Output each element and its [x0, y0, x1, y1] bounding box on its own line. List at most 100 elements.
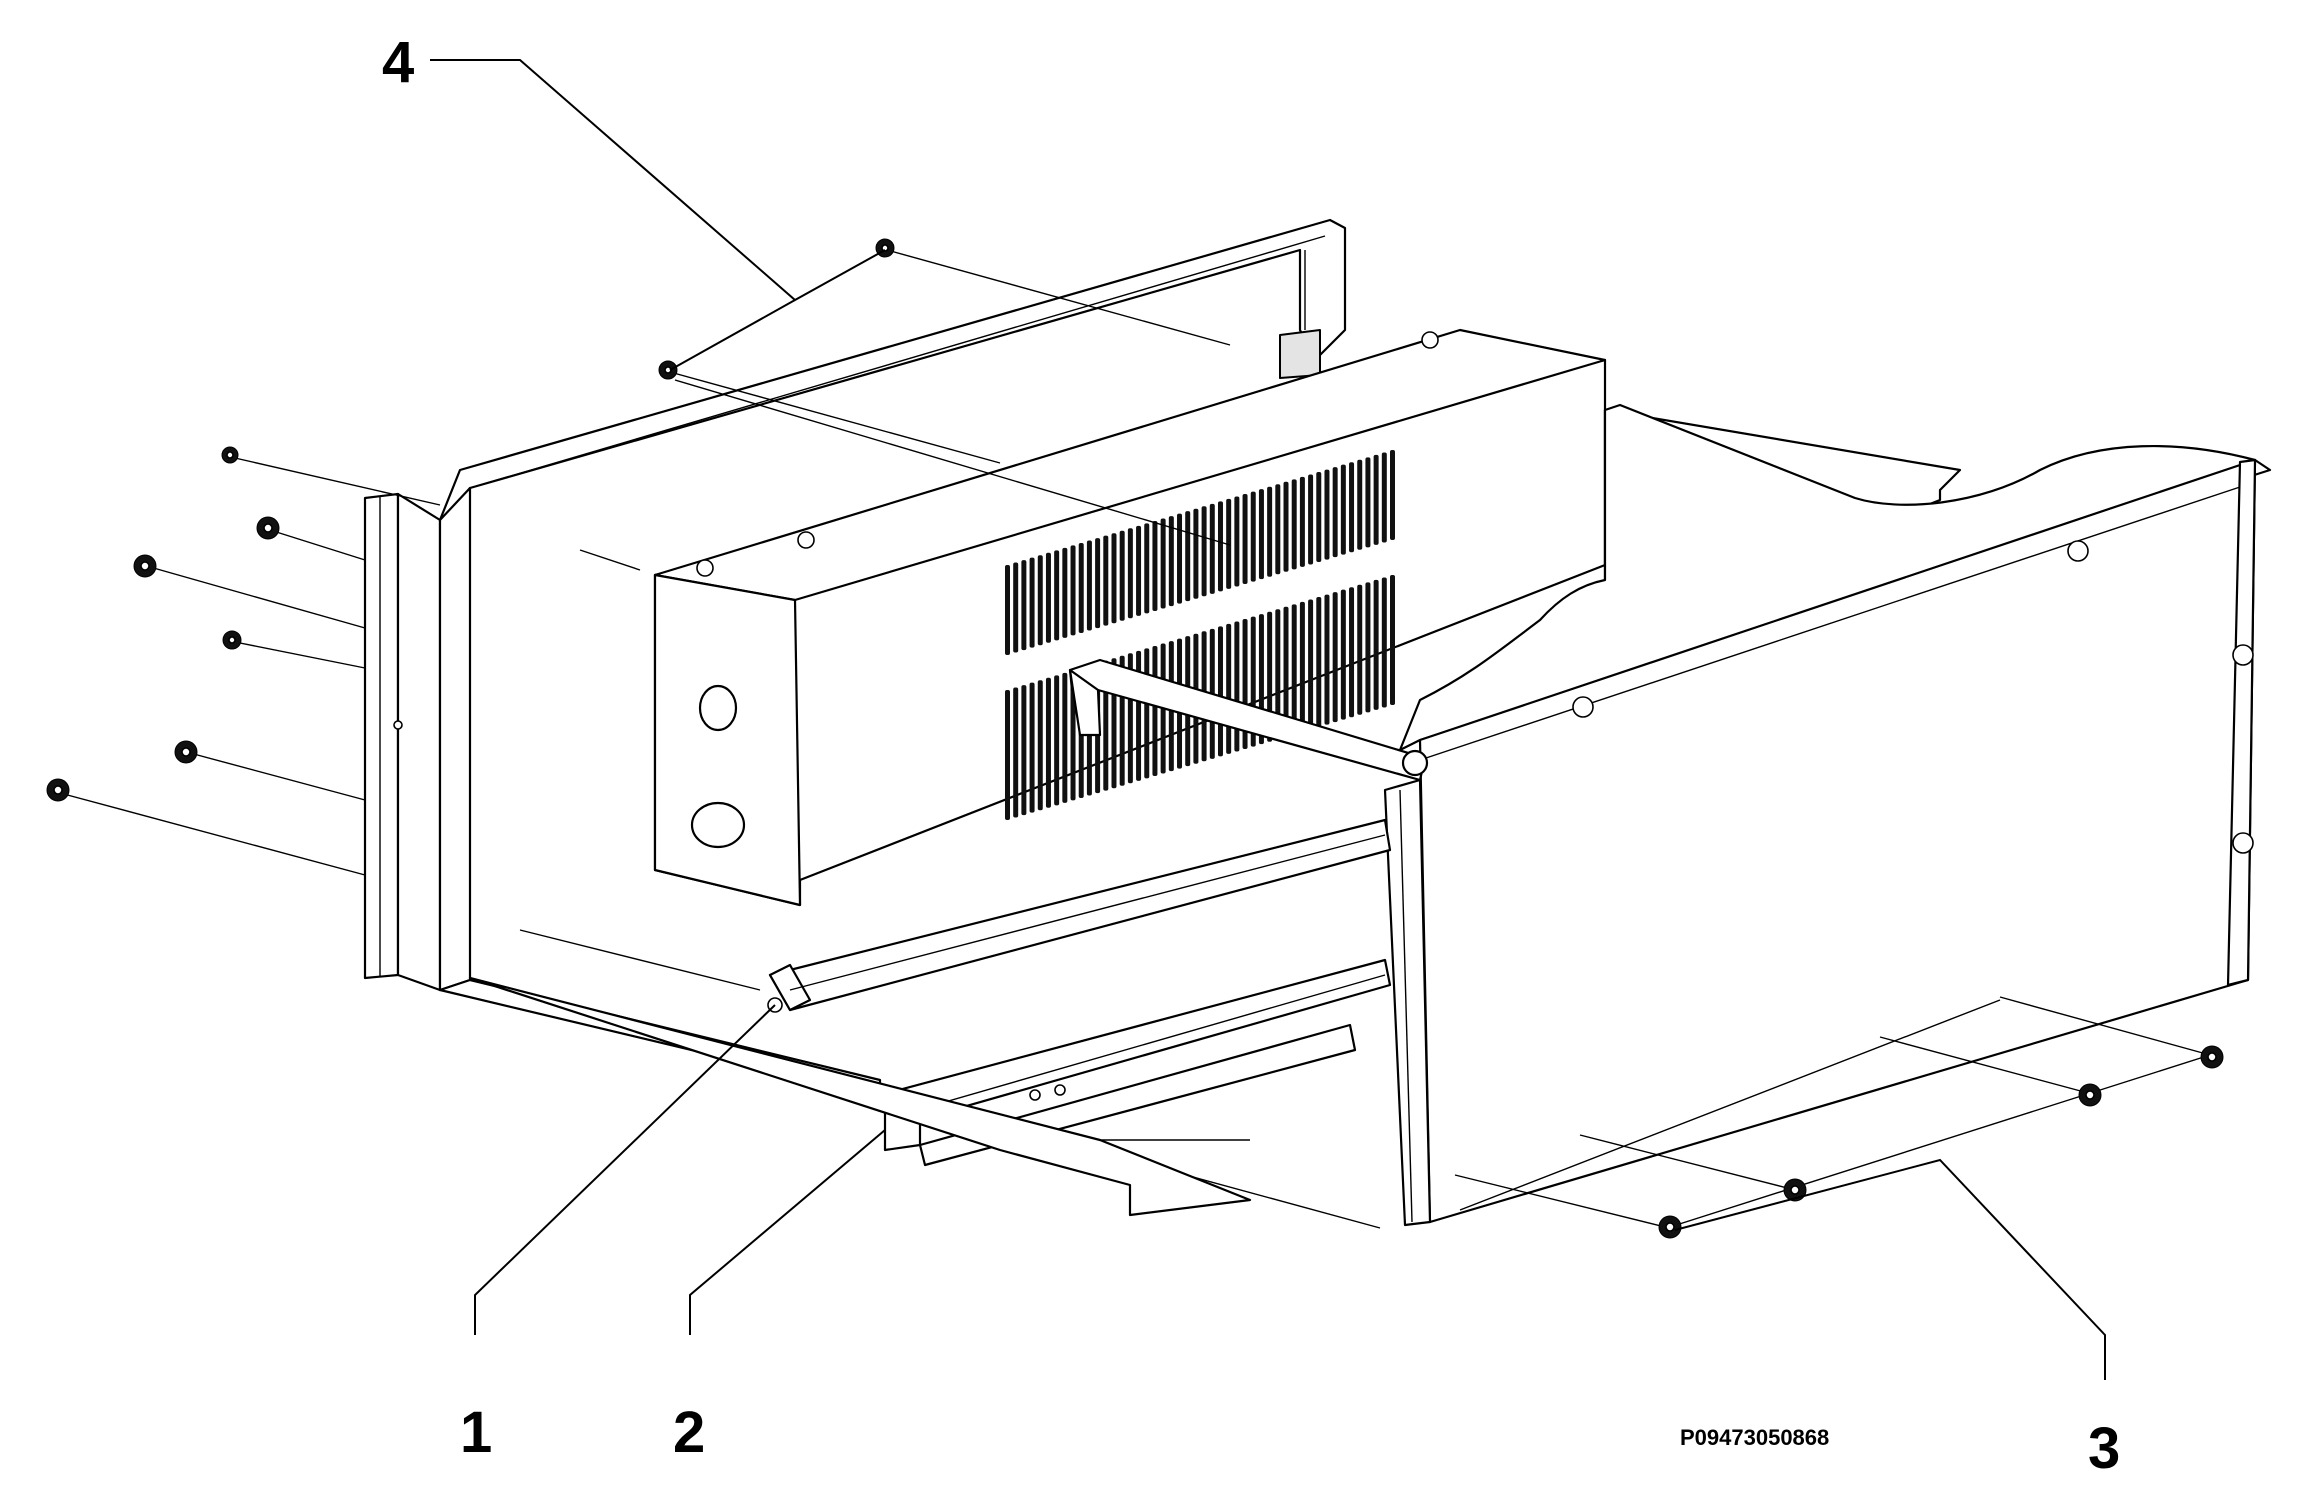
- screw-icon: [133, 554, 157, 578]
- vent-slot: [1160, 518, 1166, 609]
- vent-slot: [1021, 685, 1027, 816]
- vent-slot: [1217, 501, 1223, 592]
- screw-icon: [221, 446, 239, 464]
- vent-slot: [1340, 464, 1346, 555]
- vent-slot: [1193, 508, 1199, 599]
- callout-2: 2: [673, 1400, 705, 1465]
- vent-slot: [1267, 486, 1273, 577]
- vent-slot: [1021, 560, 1027, 651]
- vent-slot: [1365, 457, 1371, 548]
- cabinet-floor: [468, 976, 1252, 1217]
- screw-icon: [2078, 1083, 2102, 1107]
- vent-slot: [1086, 540, 1092, 631]
- vent-slot: [1332, 592, 1338, 723]
- vent-slot: [1226, 623, 1232, 754]
- callout-3: 3: [2088, 1416, 2120, 1481]
- top-screws: [658, 238, 1231, 464]
- vent-slot: [1111, 533, 1117, 624]
- vent-slot: [1324, 594, 1330, 725]
- vent-slot: [1267, 611, 1273, 742]
- vent-slot: [1037, 555, 1043, 646]
- vent-slot: [1177, 513, 1183, 604]
- vent-slot: [1062, 547, 1068, 638]
- vent-slot: [1201, 506, 1207, 597]
- vent-slot: [1045, 552, 1051, 643]
- front-screws: [1454, 996, 2224, 1239]
- vent-slot: [1217, 626, 1223, 757]
- screw-icon: [658, 360, 678, 380]
- vent-slot: [1152, 645, 1158, 776]
- right-side-panel: [1398, 403, 2272, 1224]
- vent-slot: [1390, 450, 1395, 540]
- vent-slot: [1152, 520, 1158, 611]
- vent-slot: [1136, 525, 1142, 616]
- screw-icon: [2200, 1045, 2224, 1069]
- vent-slot: [1005, 690, 1010, 820]
- vent-slot: [1357, 459, 1363, 550]
- vent-slot: [1357, 584, 1363, 715]
- vent-slot: [1324, 469, 1330, 560]
- vent-slot: [1308, 474, 1314, 565]
- screw-icon: [174, 740, 198, 764]
- vent-slot: [1119, 530, 1125, 621]
- left-screw-leaders: [59, 379, 1231, 991]
- vent-slot: [1258, 489, 1264, 580]
- vent-slot: [1299, 476, 1305, 567]
- vent-slot: [1234, 496, 1240, 587]
- heater-element-box: [653, 328, 1607, 907]
- vent-slot: [1029, 682, 1035, 813]
- vent-slot: [1078, 542, 1084, 633]
- vent-slot: [1316, 597, 1322, 728]
- heating-element-1: [767, 818, 1392, 1013]
- vent-slot: [1349, 587, 1355, 718]
- vent-slot: [1373, 454, 1379, 545]
- vent-slot: [1283, 481, 1289, 572]
- vent-grille: [1005, 450, 1395, 820]
- drawing-code: P09473050868: [1680, 1425, 1829, 1450]
- vent-slot: [1390, 575, 1395, 705]
- screw-icon: [46, 778, 70, 802]
- vent-slot: [1234, 621, 1240, 752]
- screw-icon: [222, 630, 242, 650]
- vent-slot: [1185, 511, 1191, 602]
- vent-slot: [1005, 565, 1010, 655]
- vent-slot: [1103, 535, 1109, 626]
- vent-slot: [1029, 557, 1035, 648]
- vent-slot: [1070, 545, 1076, 636]
- vent-slot: [1381, 577, 1387, 708]
- vent-slot: [1013, 562, 1019, 653]
- screw-icon: [1783, 1178, 1807, 1202]
- callout-4: 4: [382, 30, 414, 95]
- vent-slot: [1127, 528, 1133, 619]
- vent-slot: [1209, 503, 1215, 594]
- vent-slot: [1037, 680, 1043, 811]
- vent-slot: [1308, 599, 1314, 730]
- vent-slot: [1316, 472, 1322, 563]
- vent-slot: [1054, 550, 1060, 641]
- vent-slot: [1332, 467, 1338, 558]
- screw-icon: [256, 516, 280, 540]
- vent-slot: [1340, 589, 1346, 720]
- vent-slot: [1299, 601, 1305, 732]
- vent-slot: [1283, 606, 1289, 737]
- vent-slot: [1054, 675, 1060, 806]
- vent-slot: [1242, 494, 1248, 585]
- vent-slot: [1291, 604, 1297, 735]
- vent-slot: [1365, 582, 1371, 713]
- rear-mounting-plate: [363, 492, 442, 992]
- front-frame: [1068, 658, 1432, 1227]
- vent-slot: [1250, 491, 1256, 582]
- vent-slot: [1168, 516, 1174, 607]
- vent-slot: [1381, 452, 1387, 543]
- callout-leaders: [430, 59, 2106, 1380]
- rear-screws: [46, 446, 280, 802]
- vent-slot: [1349, 462, 1355, 553]
- vent-slot: [1275, 484, 1281, 575]
- vent-slot: [1144, 523, 1150, 614]
- vent-slot: [1045, 677, 1051, 808]
- vent-slot: [1373, 579, 1379, 710]
- vent-slot: [1095, 538, 1101, 629]
- vent-slot: [1275, 609, 1281, 740]
- vent-slot: [1291, 479, 1297, 570]
